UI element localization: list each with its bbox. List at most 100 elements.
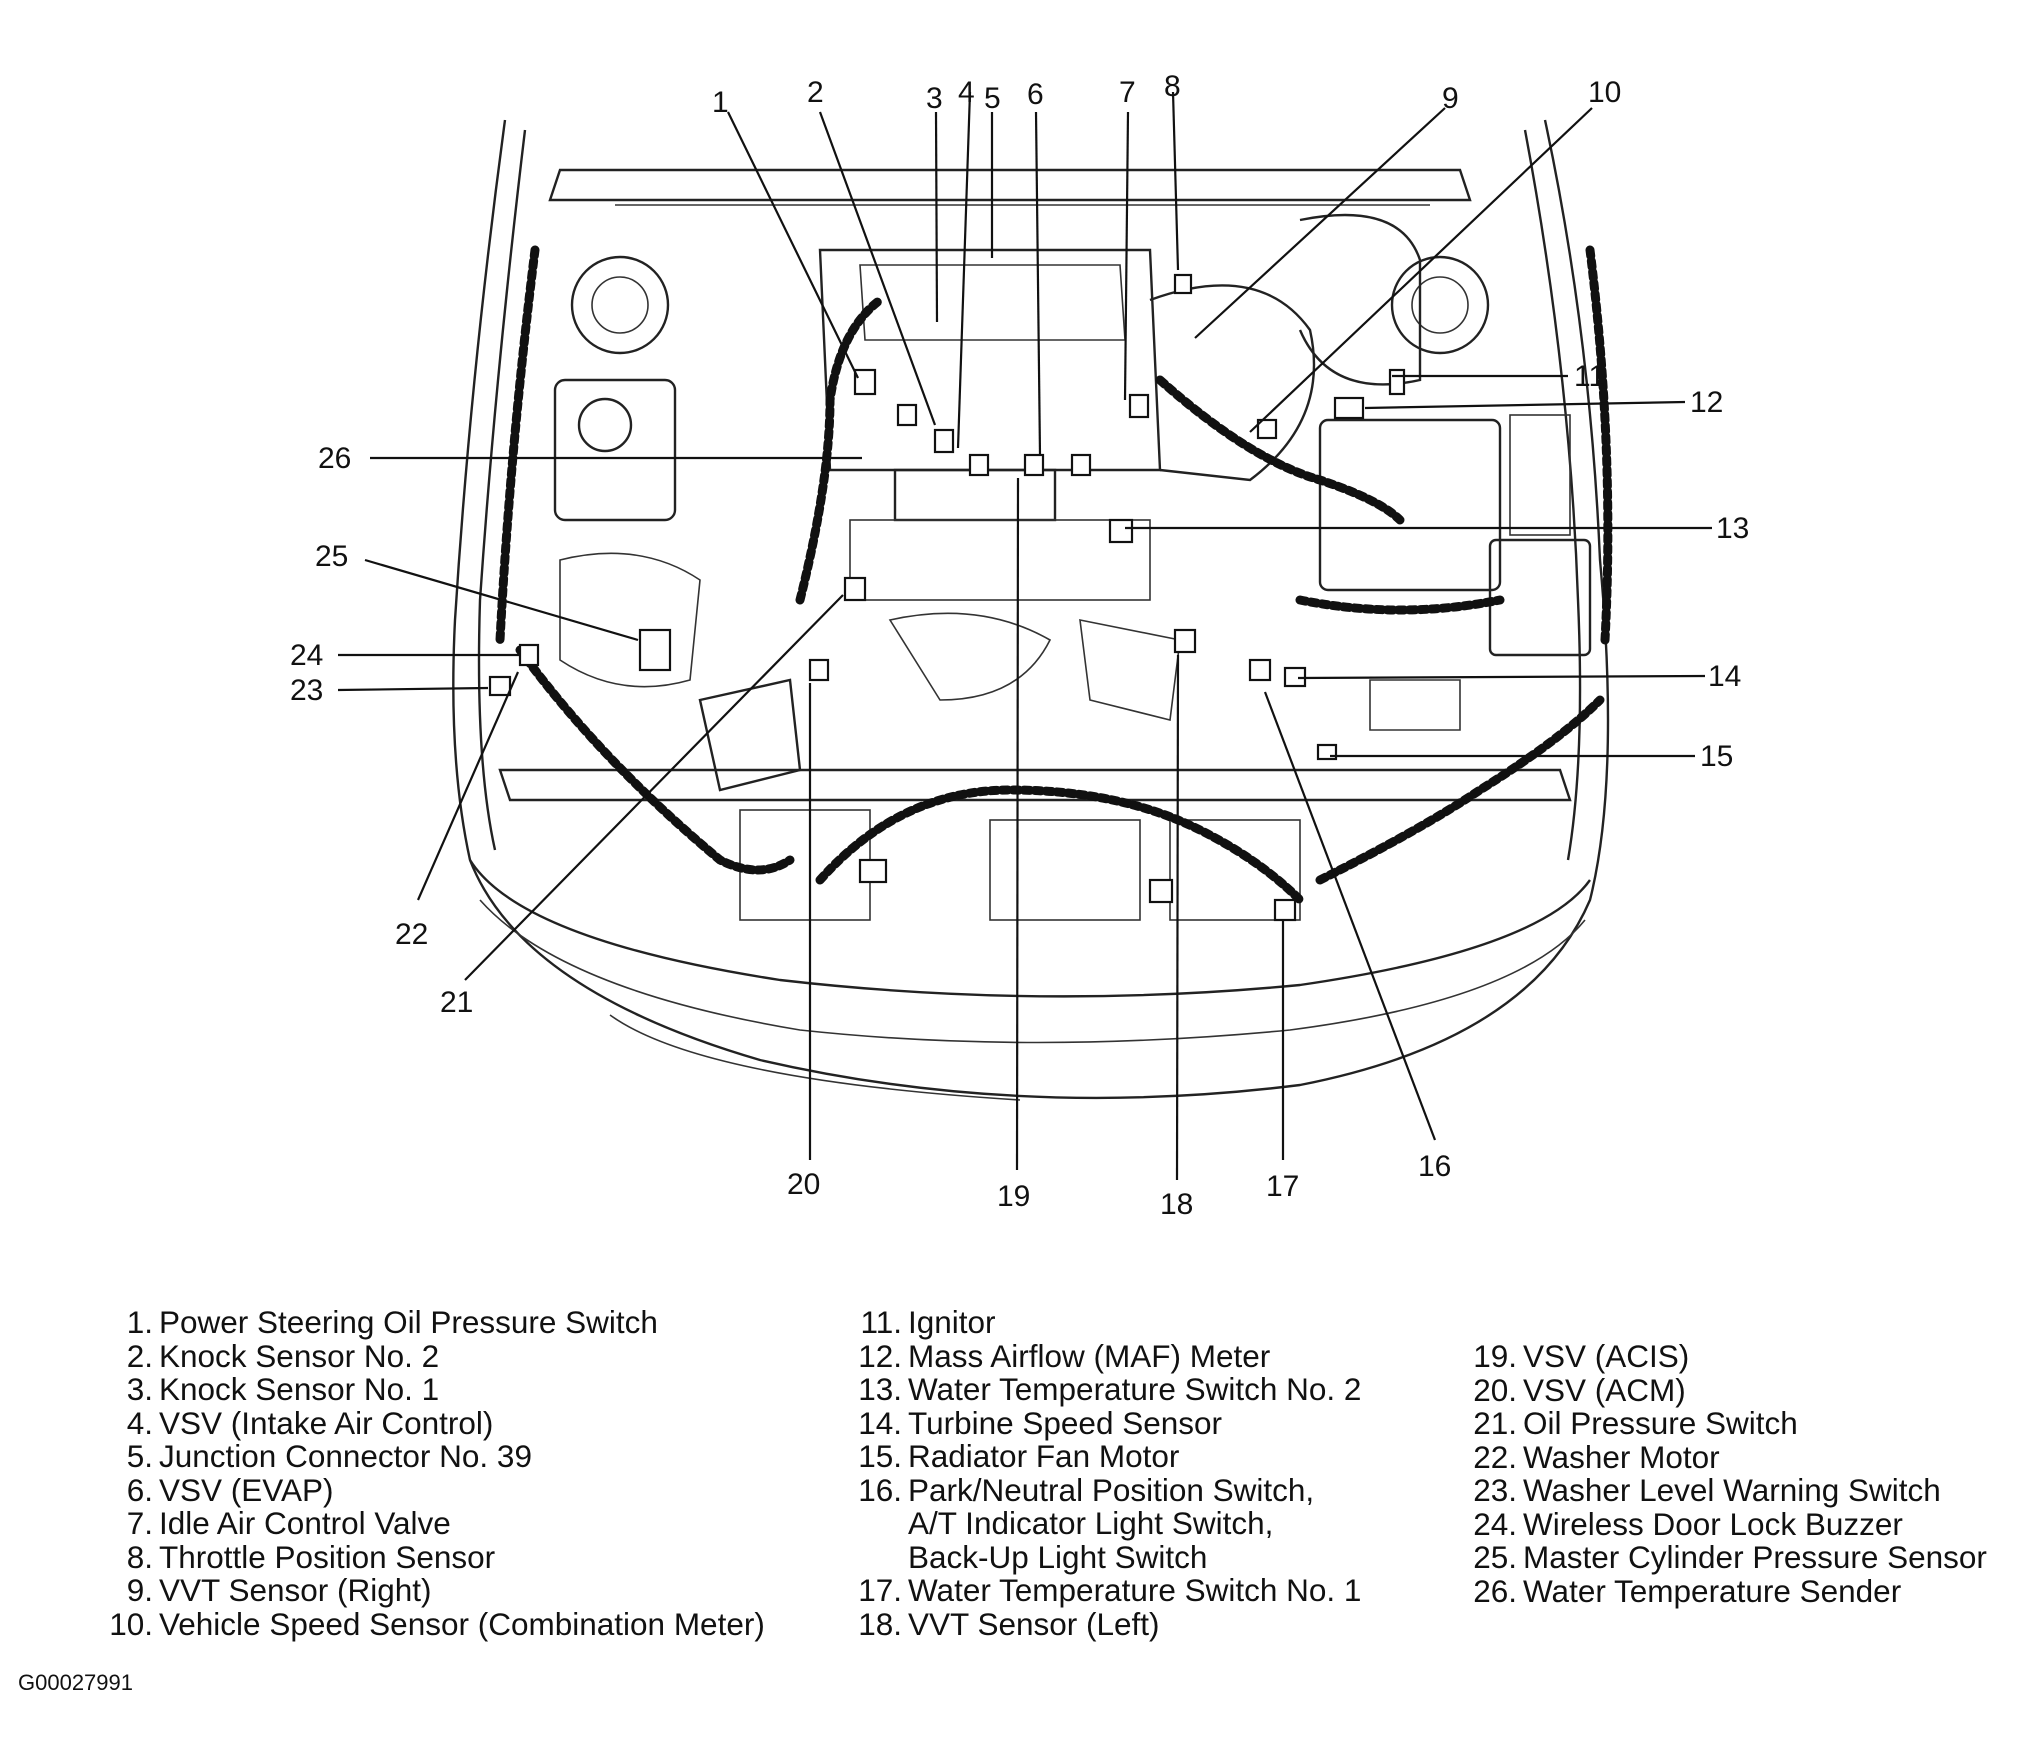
callout-2: 2	[807, 76, 824, 109]
callout-13: 13	[1716, 512, 1749, 545]
legend-item-label: Water Temperature Switch No. 1	[908, 1572, 1362, 1608]
legend-item-label: Oil Pressure Switch	[1523, 1405, 1798, 1441]
callout-21: 21	[440, 986, 473, 1019]
callout-12: 12	[1690, 386, 1723, 419]
figure-code: G00027991	[18, 1670, 133, 1695]
engine-bay-drawing	[452, 119, 1613, 1101]
callout-11: 11	[1574, 360, 1605, 393]
legend-column-1: 1.Power Steering Oil Pressure Switch 2.K…	[98, 1304, 765, 1642]
legend-item-label: Master Cylinder Pressure Sensor	[1523, 1539, 1987, 1575]
legend-item-line: Back-Up Light Switch	[908, 1538, 1208, 1575]
legend-item-label: Water Temperature Switch No. 2	[908, 1371, 1362, 1407]
legend-item-label: Knock Sensor No. 1	[159, 1371, 440, 1407]
callout-7: 7	[1119, 76, 1136, 109]
legend-item-label: Turbine Speed Sensor	[908, 1404, 1223, 1441]
legend-item-18: 18.VVT Sensor (Left)	[843, 1605, 1361, 1642]
legend-item-number: 2.	[126, 1337, 153, 1374]
legend-item-number: 17.	[858, 1572, 902, 1608]
legend-item-10: 10.Vehicle Speed Sensor (Combination Met…	[98, 1605, 765, 1642]
legend-item-2: 2.Knock Sensor No. 2	[98, 1337, 765, 1374]
callout-4: 4	[958, 76, 975, 109]
legend-item-label: Water Temperature Sender	[1523, 1572, 1902, 1609]
legend-item-label: VVT Sensor (Right)	[159, 1572, 432, 1608]
callout-5: 5	[984, 82, 1001, 115]
legend-item-13: 13.Water Temperature Switch No. 2	[843, 1371, 1362, 1407]
callout-15: 15	[1700, 740, 1733, 773]
legend-item-number: 9.	[126, 1572, 153, 1608]
legend-item-5: 5.Junction Connector No. 39	[98, 1438, 765, 1474]
legend-column-3: 19.VSV (ACIS) 20.VSV (ACM) 21.Oil Pressu…	[1463, 1338, 1987, 1609]
legend-item-number: 5.	[126, 1438, 153, 1474]
legend-item-number: 15.	[858, 1438, 902, 1474]
legend-item-label: VSV (ACM)	[1523, 1371, 1686, 1408]
legend-item-label: Radiator Fan Motor	[908, 1438, 1180, 1474]
callout-8: 8	[1164, 70, 1181, 103]
callout-22: 22	[395, 918, 428, 951]
legend-item-label: Ignitor	[908, 1304, 996, 1340]
callout-26: 26	[318, 442, 351, 475]
callout-9: 9	[1442, 82, 1459, 115]
legend-item-number: 10.	[109, 1605, 153, 1642]
legend-item-number: 16.	[858, 1471, 902, 1508]
legend-item-number: 3.	[126, 1371, 153, 1407]
callout-25: 25	[315, 540, 348, 573]
legend-item-6: 6.VSV (EVAP)	[98, 1471, 765, 1508]
legend-item-8: 8.Throttle Position Sensor	[98, 1538, 765, 1575]
legend-item-label: Power Steering Oil Pressure Switch	[159, 1304, 658, 1340]
legend-item-number: 1.	[126, 1304, 153, 1340]
legend-item-11: 11.Ignitor	[843, 1304, 1361, 1340]
legend-item-19: 19.VSV (ACIS)	[1463, 1338, 1987, 1374]
legend-item-22: 22.Washer Motor	[1463, 1438, 1987, 1475]
legend-item-label: Throttle Position Sensor	[159, 1538, 496, 1575]
engine-compartment-diagram: 1 2 3 4 5 6 7 8 9 10 11 12 13 14 15 16 1…	[290, 70, 1749, 1221]
callout-18: 18	[1160, 1188, 1193, 1221]
callout-17: 17	[1266, 1170, 1299, 1203]
legend-item-label: VSV (ACIS)	[1523, 1338, 1690, 1374]
legend-item-number: 4.	[126, 1404, 153, 1441]
legend-item-label: Washer Level Warning Switch	[1523, 1472, 1941, 1508]
legend-item-number: 8.	[126, 1538, 153, 1575]
legend-item-number: 6.	[126, 1471, 153, 1508]
legend-item-14: 14.Turbine Speed Sensor	[843, 1404, 1361, 1441]
legend-item-23: 23.Washer Level Warning Switch	[1463, 1472, 1987, 1508]
legend-item-label: Mass Airflow (MAF) Meter	[908, 1337, 1271, 1374]
legend-item-number: 21.	[1473, 1405, 1517, 1441]
legend-item-number: 12.	[858, 1337, 902, 1374]
legend-item-line: A/T Indicator Light Switch,	[908, 1505, 1274, 1541]
legend-item-4: 4.VSV (Intake Air Control)	[98, 1404, 765, 1441]
legend-item-label: VVT Sensor (Left)	[908, 1605, 1160, 1642]
legend-item-label: Washer Motor	[1523, 1438, 1720, 1475]
callout-14: 14	[1708, 660, 1741, 693]
callout-20: 20	[787, 1168, 820, 1201]
legend-item-label: Knock Sensor No. 2	[159, 1337, 440, 1374]
legend-item-12: 12.Mass Airflow (MAF) Meter	[843, 1337, 1361, 1374]
connector-boxes	[488, 273, 1406, 922]
legend-column-2: 11.Ignitor 12.Mass Airflow (MAF) Meter 1…	[843, 1304, 1362, 1642]
legend-item-17: 17.Water Temperature Switch No. 1	[843, 1572, 1362, 1608]
legend-item-number: 26.	[1473, 1572, 1517, 1609]
legend-item-number: 18.	[858, 1605, 902, 1642]
legend-item-25: 25.Master Cylinder Pressure Sensor	[1463, 1539, 1987, 1575]
legend-item-label: Park/Neutral Position Switch, A/T Indica…	[908, 1471, 1315, 1575]
legend-item-label: Vehicle Speed Sensor (Combination Meter)	[159, 1605, 765, 1642]
legend-item-number: 11.	[860, 1304, 902, 1340]
legend-item-line: Park/Neutral Position Switch,	[908, 1471, 1315, 1508]
legend-item-label: Junction Connector No. 39	[159, 1438, 532, 1474]
legend-item-3: 3.Knock Sensor No. 1	[98, 1371, 765, 1407]
callout-1: 1	[712, 86, 729, 119]
legend-item-24: 24.Wireless Door Lock Buzzer	[1463, 1505, 1987, 1542]
callout-24: 24	[290, 639, 323, 672]
legend-item-number: 13.	[858, 1371, 902, 1407]
legend-item-number: 19.	[1473, 1338, 1517, 1374]
legend-item-number: 14.	[858, 1404, 902, 1441]
legend-item-label: VSV (Intake Air Control)	[159, 1404, 494, 1441]
callout-3: 3	[926, 82, 943, 115]
legend-item-label: VSV (EVAP)	[159, 1471, 334, 1508]
legend-item-number: 23.	[1473, 1472, 1517, 1508]
callout-numbers: 1 2 3 4 5 6 7 8 9 10 11 12 13 14 15 16 1…	[290, 70, 1749, 1221]
legend-item-number: 20.	[1473, 1371, 1517, 1408]
legend-item-9: 9.VVT Sensor (Right)	[98, 1572, 765, 1608]
legend-item-20: 20.VSV (ACM)	[1463, 1371, 1987, 1408]
callout-23: 23	[290, 674, 323, 707]
legend-item-label: Wireless Door Lock Buzzer	[1523, 1505, 1903, 1542]
